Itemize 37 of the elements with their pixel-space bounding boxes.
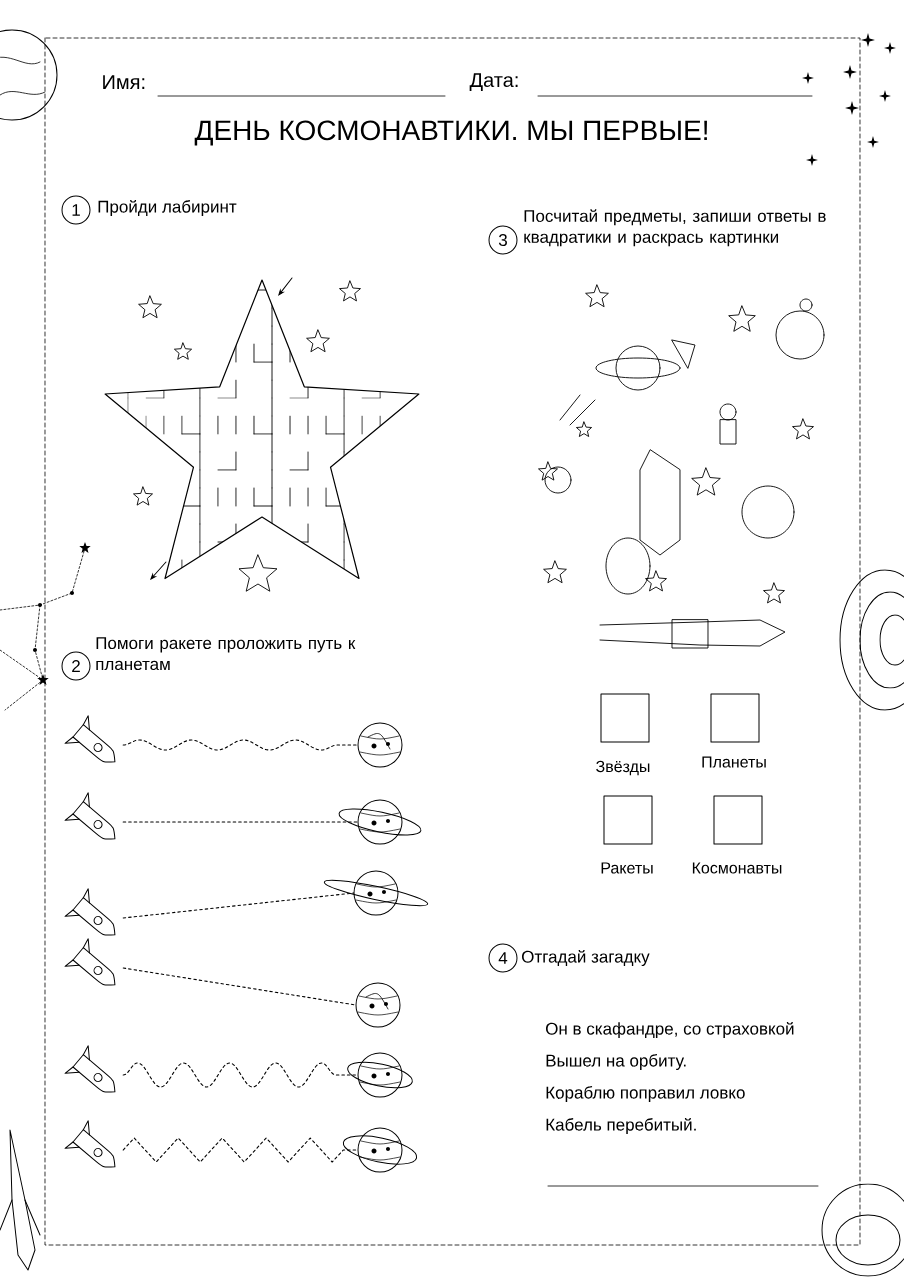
dotted-path [122, 967, 357, 1006]
planet-drawing [347, 1052, 413, 1098]
callout-number: 1 [61, 195, 91, 225]
dotted-path [122, 892, 355, 919]
riddle-line: Кабель перебитый. [546, 1117, 696, 1135]
planet-drawing [323, 870, 429, 916]
planet-drawing [342, 1127, 418, 1173]
task-heading: Помоги ракете проложить путь к планетам [96, 637, 356, 671]
rocket-drawing [64, 1120, 116, 1168]
task-heading: Пройди лабиринт [98, 199, 237, 217]
rocket-drawing [64, 938, 116, 986]
task-heading: Отгадай загадку [522, 949, 650, 967]
planet-drawing [357, 722, 403, 768]
riddle-line: Кораблю поправил ловко [546, 1086, 745, 1102]
dotted-path [122, 1137, 359, 1163]
planet-drawing [355, 982, 401, 1028]
form-label: Дата: [469, 73, 518, 91]
riddle-line: Вышел на орбиту. [546, 1054, 686, 1070]
answer-label: Космонавты [692, 862, 782, 874]
dotted-path [122, 739, 359, 751]
rocket-drawing [64, 1045, 116, 1093]
rocket-drawing [64, 715, 116, 763]
task-heading: Посчитай предметы, запиши ответы в квадратики и раскрась картинки [524, 209, 826, 247]
title: ДЕНЬ КОСМОНАВТИКИ. МЫ ПЕРВЫЕ! [194, 120, 707, 146]
answer-label: Ракеты [601, 862, 653, 874]
answer-label: Звёзды [596, 760, 650, 776]
callout-number: 2 [61, 651, 91, 681]
riddle-line: Он в скафандре, со страховкой [546, 1021, 794, 1039]
planet-drawing [338, 799, 422, 845]
rocket-drawing [64, 888, 116, 936]
rocket-drawing [64, 792, 116, 840]
answer-label: Планеты [702, 756, 766, 768]
callout-number: 4 [488, 943, 518, 973]
dotted-path [122, 1062, 359, 1088]
form-label: Имя: [103, 75, 145, 89]
dotted-path [122, 821, 359, 823]
callout-number: 3 [488, 225, 518, 255]
